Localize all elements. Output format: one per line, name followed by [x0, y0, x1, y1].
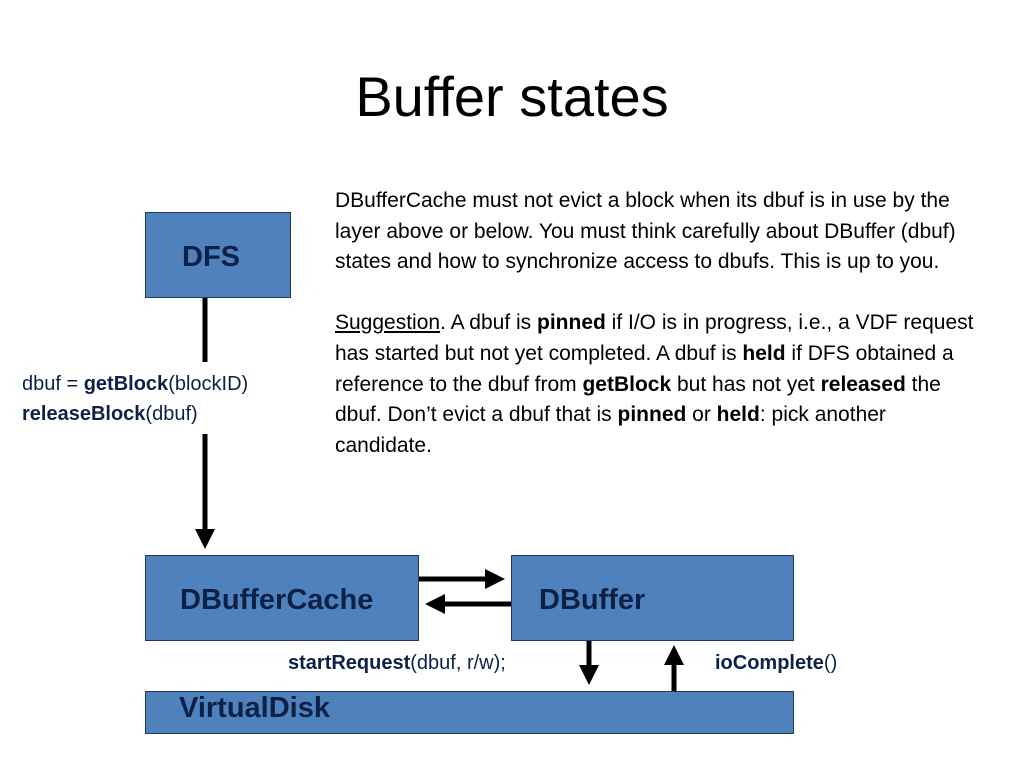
- description-paragraph-2: Suggestion. A dbuf is pinned if I/O is i…: [335, 308, 985, 462]
- virtualdisk-label: VirtualDisk: [179, 692, 330, 724]
- getblock-label: dbuf = getBlock(blockID): [22, 370, 248, 398]
- dbuffer-box: DBuffer: [511, 555, 794, 641]
- text-run: or: [686, 403, 717, 427]
- text-run: if DFS obtained a reference to the dbuf …: [335, 341, 954, 396]
- getblock-function: getBlock: [83, 373, 169, 395]
- releaseblock-args: (dbuf): [145, 403, 198, 425]
- dbuffercache-box: DBufferCache: [145, 555, 419, 641]
- startrequest-label: startRequest(dbuf, r/w);: [288, 649, 506, 677]
- released-term: released: [820, 372, 906, 396]
- held-term-2: held: [716, 403, 760, 427]
- description-text: DBufferCache must not evict a block when…: [335, 186, 985, 462]
- releaseblock-label: releaseBlock(dbuf): [22, 400, 198, 428]
- text-run: but has not yet: [671, 372, 821, 396]
- pinned-term-2: pinned: [617, 403, 687, 427]
- dfs-label: DFS: [182, 241, 240, 273]
- text-run: the dbuf. Don’t evict a dbuf that is: [335, 372, 941, 427]
- startrequest-function: startRequest: [288, 652, 411, 674]
- text-run: . A dbuf is: [440, 311, 537, 335]
- getblock-args: (blockID): [168, 373, 249, 395]
- releaseblock-function: releaseBlock: [22, 403, 146, 425]
- slide-title: Buffer states: [355, 65, 669, 128]
- text-run: if I/O is in progress, i.e., a VDF reque…: [335, 311, 974, 365]
- getblock-term: getBlock: [582, 372, 672, 396]
- iocomplete-label: ioComplete(): [715, 649, 837, 677]
- text-run: : pick another candidate.: [335, 403, 886, 457]
- dbuffercache-label: DBufferCache: [180, 584, 374, 616]
- held-term: held: [742, 341, 786, 365]
- description-paragraph-1: DBufferCache must not evict a block when…: [335, 189, 956, 274]
- virtualdisk-box: VirtualDisk: [145, 691, 794, 734]
- dfs-box: DFS: [145, 212, 291, 298]
- iocomplete-function: ioComplete: [715, 652, 824, 674]
- startrequest-args: (dbuf, r/w);: [410, 652, 506, 674]
- getblock-prefix: dbuf =: [22, 373, 84, 395]
- pinned-term: pinned: [537, 311, 606, 335]
- dbuffer-label: DBuffer: [539, 584, 646, 616]
- iocomplete-args: (): [823, 652, 838, 674]
- suggestion-label: Suggestion: [335, 311, 441, 335]
